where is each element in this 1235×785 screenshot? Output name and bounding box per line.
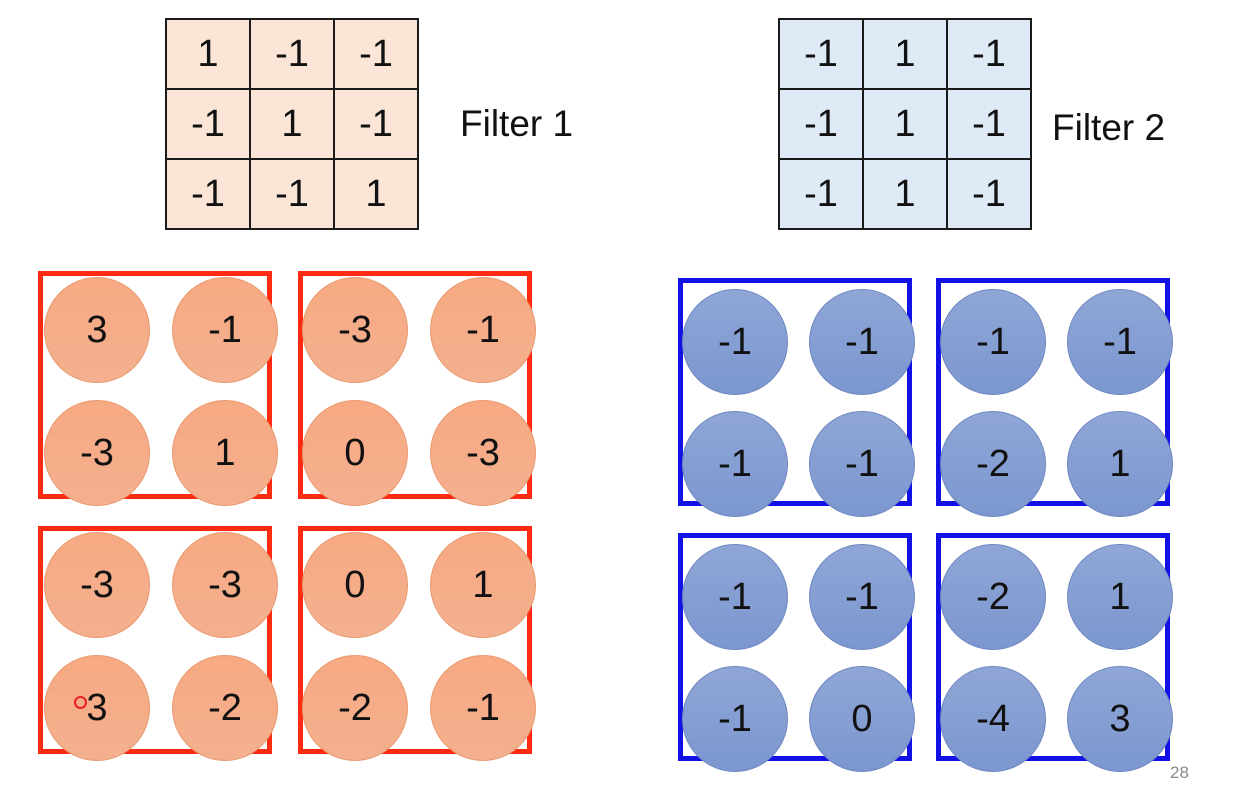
filter1-cell: -1 (249, 18, 335, 90)
filter2-cell: -1 (778, 158, 864, 230)
feature-map2-neuron: -1 (1067, 289, 1173, 395)
filter1-row: -1 1 -1 (165, 88, 419, 160)
feature-map2-neuron: -1 (682, 666, 788, 772)
filter2-cell: -1 (946, 18, 1032, 90)
feature-map1-neuron: 3 (44, 277, 150, 383)
filter1-cell: 1 (333, 158, 419, 230)
feature-map1-neuron: -1 (430, 655, 536, 761)
feature-map2-group (936, 533, 1170, 761)
feature-map1-neuron: -2 (302, 655, 408, 761)
feature-map1-neuron: -3 (172, 532, 278, 638)
feature-map2-group (936, 278, 1170, 506)
feature-map2-neuron: -2 (940, 544, 1046, 650)
filter2-cell: -1 (946, 88, 1032, 160)
filter1-cell: -1 (165, 158, 251, 230)
feature-map1-neuron: -1 (430, 277, 536, 383)
feature-map2-neuron: -2 (940, 411, 1046, 517)
feature-map2-neuron: -1 (682, 289, 788, 395)
feature-map1-neuron: -1 (172, 277, 278, 383)
feature-map1-neuron: -2 (172, 655, 278, 761)
filter2-cell: -1 (778, 88, 864, 160)
filter2-kernel: -1 1 -1 -1 1 -1 -1 1 -1 (778, 18, 1032, 230)
feature-map1-neuron: 1 (430, 532, 536, 638)
feature-map2-neuron: -1 (682, 411, 788, 517)
feature-map2-neuron: -1 (682, 544, 788, 650)
feature-map2-neuron: 1 (1067, 544, 1173, 650)
filter1-cell: -1 (165, 88, 251, 160)
feature-map2-neuron: 0 (809, 666, 915, 772)
feature-map2-neuron: -1 (809, 411, 915, 517)
filter2-row: -1 1 -1 (778, 88, 1032, 160)
filter1-cell: -1 (333, 18, 419, 90)
feature-map2-neuron: 3 (1067, 666, 1173, 772)
filter2-cell: 1 (862, 18, 948, 90)
feature-map2-group (678, 278, 912, 506)
filter1-row: -1 -1 1 (165, 158, 419, 230)
page-number: 28 (1170, 763, 1189, 782)
feature-map1-neuron: 0 (302, 532, 408, 638)
filter1-cell: 1 (249, 88, 335, 160)
filter2-cell: 1 (862, 88, 948, 160)
feature-map1-neuron: 1 (172, 400, 278, 506)
filter2-cell: -1 (946, 158, 1032, 230)
feature-map1-neuron: -3 (302, 277, 408, 383)
filter1-cell: -1 (249, 158, 335, 230)
filter2-label: Filter 2 (1052, 107, 1166, 148)
filter1-label: Filter 1 (460, 103, 574, 144)
feature-map1-group (298, 526, 532, 754)
feature-map1-neuron: 0 (302, 400, 408, 506)
feature-map2-group (678, 533, 912, 761)
feature-map1-group (38, 526, 272, 754)
feature-map1-neuron: -3 (44, 400, 150, 506)
feature-map2-neuron: -4 (940, 666, 1046, 772)
filter2-row: -1 1 -1 (778, 158, 1032, 230)
feature-map1-neuron: 3 (44, 655, 150, 761)
pointer-circle-icon (74, 696, 87, 709)
filter1-kernel: 1 -1 -1 -1 1 -1 -1 -1 1 (165, 18, 419, 230)
feature-map1-group (38, 271, 272, 499)
feature-map2-neuron: -1 (809, 544, 915, 650)
feature-map2-neuron: -1 (940, 289, 1046, 395)
filter1-cell: -1 (333, 88, 419, 160)
feature-map1-neuron: -3 (430, 400, 536, 506)
feature-map1-group (298, 271, 532, 499)
feature-map1-neuron: -3 (44, 532, 150, 638)
filter1-row: 1 -1 -1 (165, 18, 419, 90)
filter1-cell: 1 (165, 18, 251, 90)
feature-map2-neuron: 1 (1067, 411, 1173, 517)
feature-map2-neuron: -1 (809, 289, 915, 395)
filter2-cell: 1 (862, 158, 948, 230)
filter2-row: -1 1 -1 (778, 18, 1032, 90)
filter2-cell: -1 (778, 18, 864, 90)
